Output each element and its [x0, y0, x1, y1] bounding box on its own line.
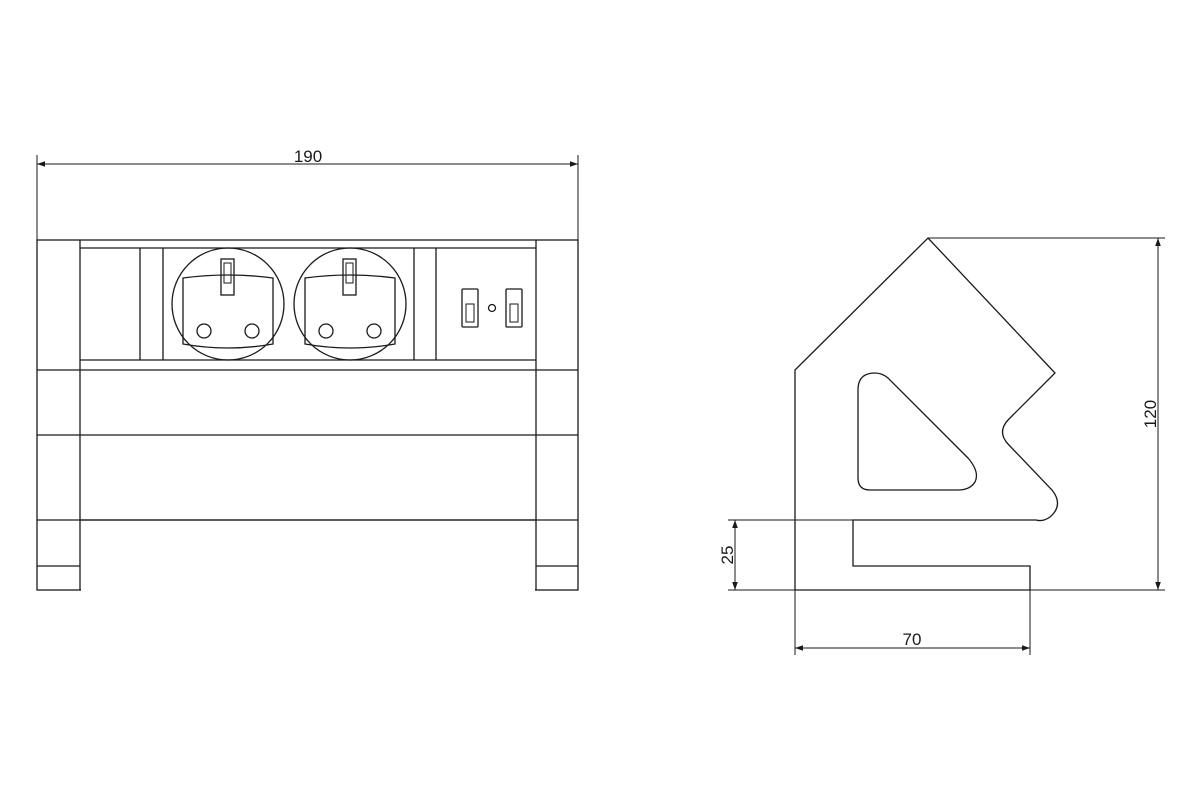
front-view: 190 [36, 147, 579, 591]
power-socket-2 [293, 247, 407, 361]
base-height-dimension-label: 25 [718, 546, 737, 565]
usb-indicator-led [487, 303, 497, 313]
width-dimension-label: 190 [294, 147, 322, 166]
housing-outline [36, 239, 579, 591]
width-dimension: 190 [36, 147, 579, 240]
side-profile-outline [794, 237, 1059, 591]
side-view: 120 25 70 [718, 237, 1165, 655]
usb-ports [461, 288, 523, 328]
triangular-cutout [857, 372, 978, 491]
base-height-dimension: 25 [718, 519, 853, 591]
power-socket-1 [171, 247, 285, 361]
depth-dimension: 70 [794, 590, 1031, 655]
socket-module-strip [80, 247, 536, 361]
depth-dimension-label: 70 [903, 630, 922, 649]
height-dimension-label: 120 [1141, 400, 1160, 428]
height-dimension: 120 [928, 237, 1165, 591]
